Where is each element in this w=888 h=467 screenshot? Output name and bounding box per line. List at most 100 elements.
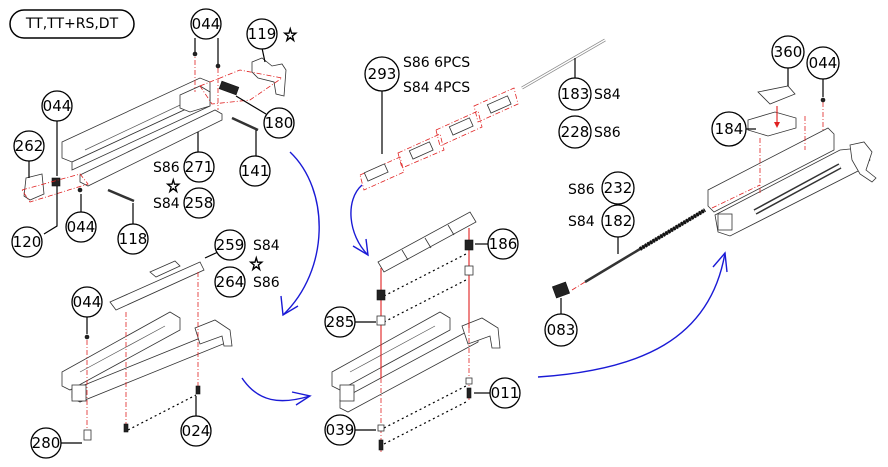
foot-280 [83, 429, 92, 441]
dotted-guide [383, 401, 467, 445]
model-note: S84 [568, 214, 595, 230]
callout-number: 184 [715, 120, 744, 138]
hinge-assembly [194, 319, 233, 347]
callout-180: 180 [263, 107, 295, 139]
callout-141: 141 [239, 155, 271, 187]
model-note: S84 4PCS [403, 80, 470, 96]
callout-number: 280 [32, 434, 61, 452]
callout-183: 183 [558, 77, 592, 111]
spring-part [218, 80, 240, 96]
spring-coil [376, 289, 386, 301]
model-note: S86 6PCS [403, 55, 470, 71]
callout-number: 039 [326, 421, 355, 439]
callout-number: 118 [119, 230, 148, 248]
installed-roller-highlight [754, 164, 841, 214]
flow-arrow-2 [241, 377, 312, 406]
callout-number: 119 [248, 25, 277, 43]
callout-number: 182 [604, 212, 633, 230]
callout-259: 259 [214, 229, 246, 261]
model-label-text: TT,TT+RS,DT [25, 16, 119, 32]
callout-044: 044 [71, 286, 103, 318]
frame-slot [84, 97, 196, 151]
callout-360: 360 [771, 35, 805, 69]
leader-line [261, 47, 266, 63]
flow-arrow-path [537, 252, 726, 378]
screw-shaft-parts [551, 208, 707, 299]
callout-number: 232 [604, 179, 633, 197]
holder-184 [747, 111, 797, 137]
hinge-assembly-3 [461, 317, 501, 349]
leader-line [43, 186, 58, 235]
callout-280: 280 [30, 427, 62, 459]
mounting-plate [109, 261, 205, 311]
star-icon: ☆ [166, 176, 181, 197]
end-cover-final [717, 213, 733, 231]
explode-outline [21, 173, 89, 203]
callout-024: 024 [180, 415, 212, 447]
end-cover-3 [339, 384, 355, 402]
flow-arrow-4 [537, 251, 728, 378]
hinge-bracket [251, 57, 287, 97]
callout-number: 044 [43, 97, 72, 115]
frame-channel-3 [331, 311, 451, 391]
leader-line [235, 95, 267, 115]
callout-044: 044 [190, 8, 222, 40]
callout-number: 285 [326, 313, 355, 331]
callout-number: 360 [774, 43, 803, 61]
callout-264: 264 [214, 266, 246, 298]
end-cover-2 [71, 384, 87, 402]
roller-shaft-highlight [521, 39, 606, 89]
callout-184: 184 [711, 111, 747, 147]
callout-number: 259 [216, 236, 245, 254]
callout-083: 083 [544, 313, 578, 347]
model-label: TT,TT+RS,DT [9, 9, 135, 39]
model-note: S86 [568, 182, 595, 198]
washer [192, 51, 198, 57]
callout-number: 228 [561, 123, 590, 141]
explode-line [711, 184, 761, 209]
explode-outline [473, 87, 519, 123]
callout-186: 186 [487, 228, 519, 260]
callout-044: 044 [806, 46, 840, 80]
dotted-guide [383, 279, 467, 323]
callout-228: 228 [558, 115, 592, 149]
model-note: S84 [253, 238, 280, 254]
model-note: S86 [253, 275, 280, 291]
flow-arrow-head [291, 391, 312, 406]
callout-119: 119 [246, 18, 278, 50]
callout-number: 011 [491, 384, 520, 402]
roller-sleeve [486, 95, 512, 114]
star-icon: ☆ [249, 254, 264, 275]
callout-number: 258 [185, 194, 214, 212]
callout-285: 285 [324, 306, 356, 338]
washer [84, 334, 90, 340]
spring-coil [464, 239, 474, 251]
callout-number: 183 [561, 85, 590, 103]
gear-083 [551, 281, 571, 299]
dotted-guide [383, 385, 467, 429]
roller-ring [424, 237, 432, 249]
assembly-frame-top-left [21, 50, 287, 203]
flow-arrow-head [712, 251, 728, 273]
callout-number: 044 [192, 15, 221, 33]
frame-slot [349, 325, 436, 373]
bushing [376, 315, 386, 326]
explode-outline [397, 133, 445, 169]
callout-182: 182 [601, 204, 635, 238]
flow-arrow-3 [350, 184, 369, 257]
callout-number: 120 [13, 233, 42, 251]
callout-258: 258 [183, 187, 215, 219]
callout-118: 118 [117, 223, 149, 255]
washer [377, 424, 385, 432]
model-note: S84 [153, 196, 180, 212]
callout-120: 120 [11, 226, 43, 258]
callout-number: 293 [368, 65, 397, 83]
screw [195, 385, 201, 395]
callout-262: 262 [13, 130, 45, 162]
callout-011: 011 [489, 377, 521, 409]
assembly-roller-frame [331, 211, 501, 452]
pin-141 [231, 116, 259, 132]
explode-line [571, 281, 586, 291]
washer [77, 187, 83, 193]
